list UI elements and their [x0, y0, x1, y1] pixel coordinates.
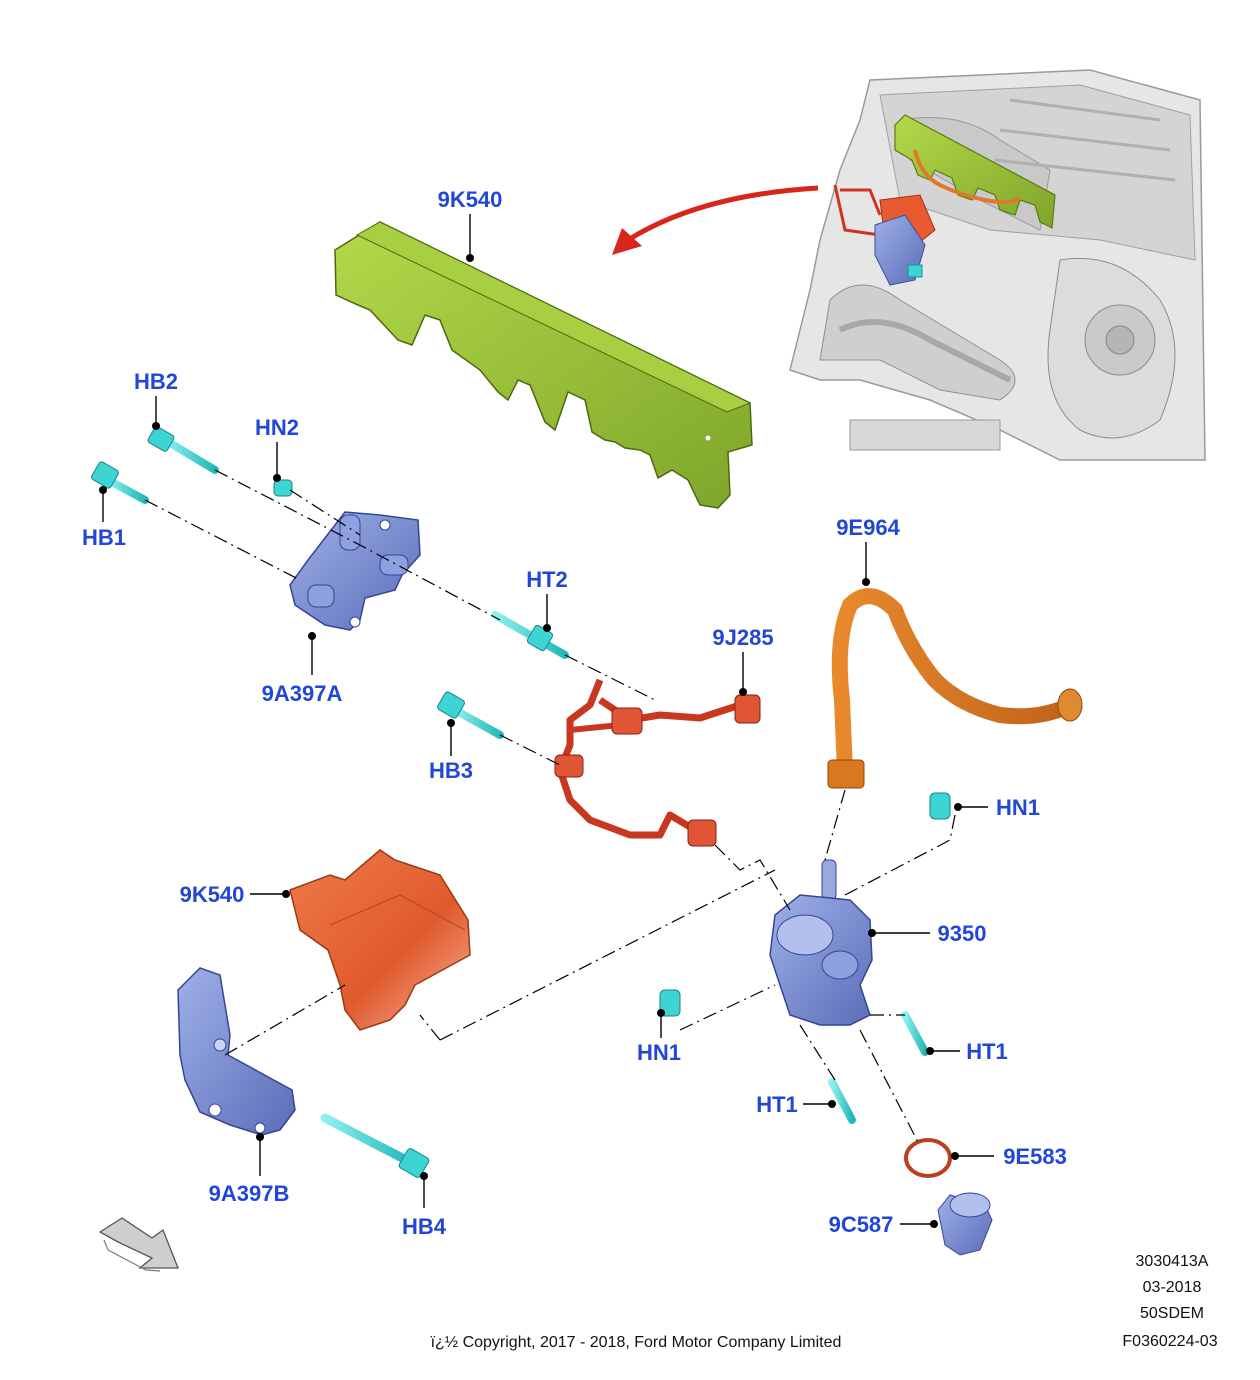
copyright-text: ï¿½ Copyright, 2017 - 2018, Ford Motor C…: [431, 1334, 842, 1351]
stud-ht1-right: [901, 1011, 929, 1056]
callout-ht1-right: HT1: [966, 1039, 1008, 1064]
nut-hn1-right: [929, 792, 951, 820]
nut-hn2: [273, 479, 293, 497]
callout-hn1-left: HN1: [637, 1040, 681, 1065]
fuel-tube-9j285: [554, 678, 761, 847]
o-ring-9e583: [904, 1138, 952, 1178]
callout-9350: 9350: [938, 921, 987, 946]
fuel-hose-9e964: [827, 588, 1083, 789]
alignment-lines: [144, 469, 956, 1143]
cup-9c587: [937, 1192, 993, 1256]
callout-9e583: 9E583: [1003, 1144, 1067, 1169]
bracket-lower: [177, 967, 296, 1136]
callout-hn1-right: HN1: [996, 795, 1040, 820]
nut-hn1-left: [659, 989, 681, 1017]
curved-arrow-icon: [612, 185, 819, 255]
stud-ht2: [491, 611, 569, 659]
callout-9a397a: 9A397A: [262, 681, 343, 706]
callout-labels: 9K540 HB2 HN2 HB1 HT2 9A397A 9J285 9E964…: [82, 187, 1067, 1239]
stud-ht1-left: [828, 1078, 856, 1124]
bracket-upper: [289, 511, 421, 631]
engine-inset-illustration: [789, 69, 1206, 461]
callout-hb3: HB3: [429, 758, 473, 783]
illustration-date: 03-2018: [1143, 1279, 1202, 1296]
bolt-hb3: [437, 691, 504, 739]
callout-ht1-left: HT1: [756, 1092, 798, 1117]
model-code: 50SDEM: [1140, 1305, 1204, 1322]
direction-arrow-icon: [98, 1217, 179, 1272]
callout-9a397b: 9A397B: [209, 1181, 290, 1206]
callout-9c587: 9C587: [829, 1212, 894, 1237]
callout-hb1: HB1: [82, 525, 126, 550]
callout-hb2: HB2: [134, 369, 178, 394]
fuel-pump-9350: [769, 859, 873, 1026]
heat-shield-top: [334, 221, 753, 509]
callout-hb4: HB4: [402, 1214, 447, 1239]
figure-reference: F0360224-03: [1122, 1333, 1217, 1350]
diagram-footer: 3030413A 03-2018 50SDEM F0360224-03 ï¿½ …: [431, 1253, 1218, 1351]
leader-lines: [99, 214, 994, 1228]
illustration-code: 3030413A: [1136, 1253, 1209, 1270]
callout-hn2: HN2: [255, 415, 299, 440]
heat-shield-bottom: [289, 849, 471, 1031]
bolt-hb4: [320, 1113, 430, 1178]
callout-9j285: 9J285: [712, 625, 773, 650]
bolt-hb2: [147, 426, 219, 474]
bolt-hb1: [91, 461, 149, 504]
callout-9k540-top: 9K540: [438, 187, 503, 212]
callout-9e964: 9E964: [836, 515, 900, 540]
callout-ht2: HT2: [526, 567, 568, 592]
callout-9k540-bottom: 9K540: [180, 882, 245, 907]
